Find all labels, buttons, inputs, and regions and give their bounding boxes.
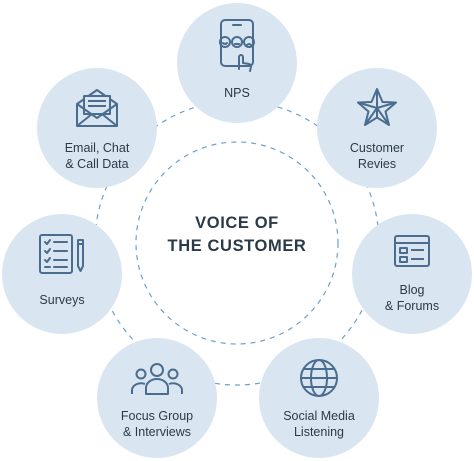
node-email-chat: Email, Chat & Call Data — [37, 68, 157, 188]
node-nps-label: NPS — [224, 86, 250, 100]
star-icon — [357, 88, 397, 126]
node-blog-forums-label: Blog & Forums — [384, 283, 440, 313]
node-customer-reviews: Customer Revies — [317, 68, 437, 188]
globe-icon — [300, 359, 338, 397]
node-email-chat-label: Email, Chat & Call Data — [64, 141, 130, 171]
people-group-icon — [131, 363, 183, 395]
node-customer-reviews-label: Customer Revies — [349, 141, 405, 171]
node-focus-group: Focus Group & Interviews — [97, 338, 217, 458]
inner-dashed-ring — [135, 141, 339, 345]
node-surveys: Surveys — [2, 214, 122, 334]
envelope-icon — [76, 89, 118, 127]
node-social-media: Social Media Listening — [259, 338, 379, 458]
webpage-layout-icon — [394, 235, 430, 267]
node-nps: NPS — [177, 3, 297, 123]
center-title-line2: THE CUSTOMER — [167, 237, 307, 255]
node-blog-forums: Blog & Forums — [352, 214, 472, 334]
center-title: VOICE OF THE CUSTOMER — [137, 212, 337, 258]
node-surveys-label: Surveys — [39, 293, 85, 307]
node-focus-group-label: Focus Group & Interviews — [120, 409, 194, 439]
node-social-media-label: Social Media Listening — [283, 409, 355, 439]
center-title-line1: VOICE OF — [195, 214, 279, 232]
smartphone-feedback-icon — [219, 19, 255, 72]
checklist-pencil-icon — [39, 234, 84, 274]
